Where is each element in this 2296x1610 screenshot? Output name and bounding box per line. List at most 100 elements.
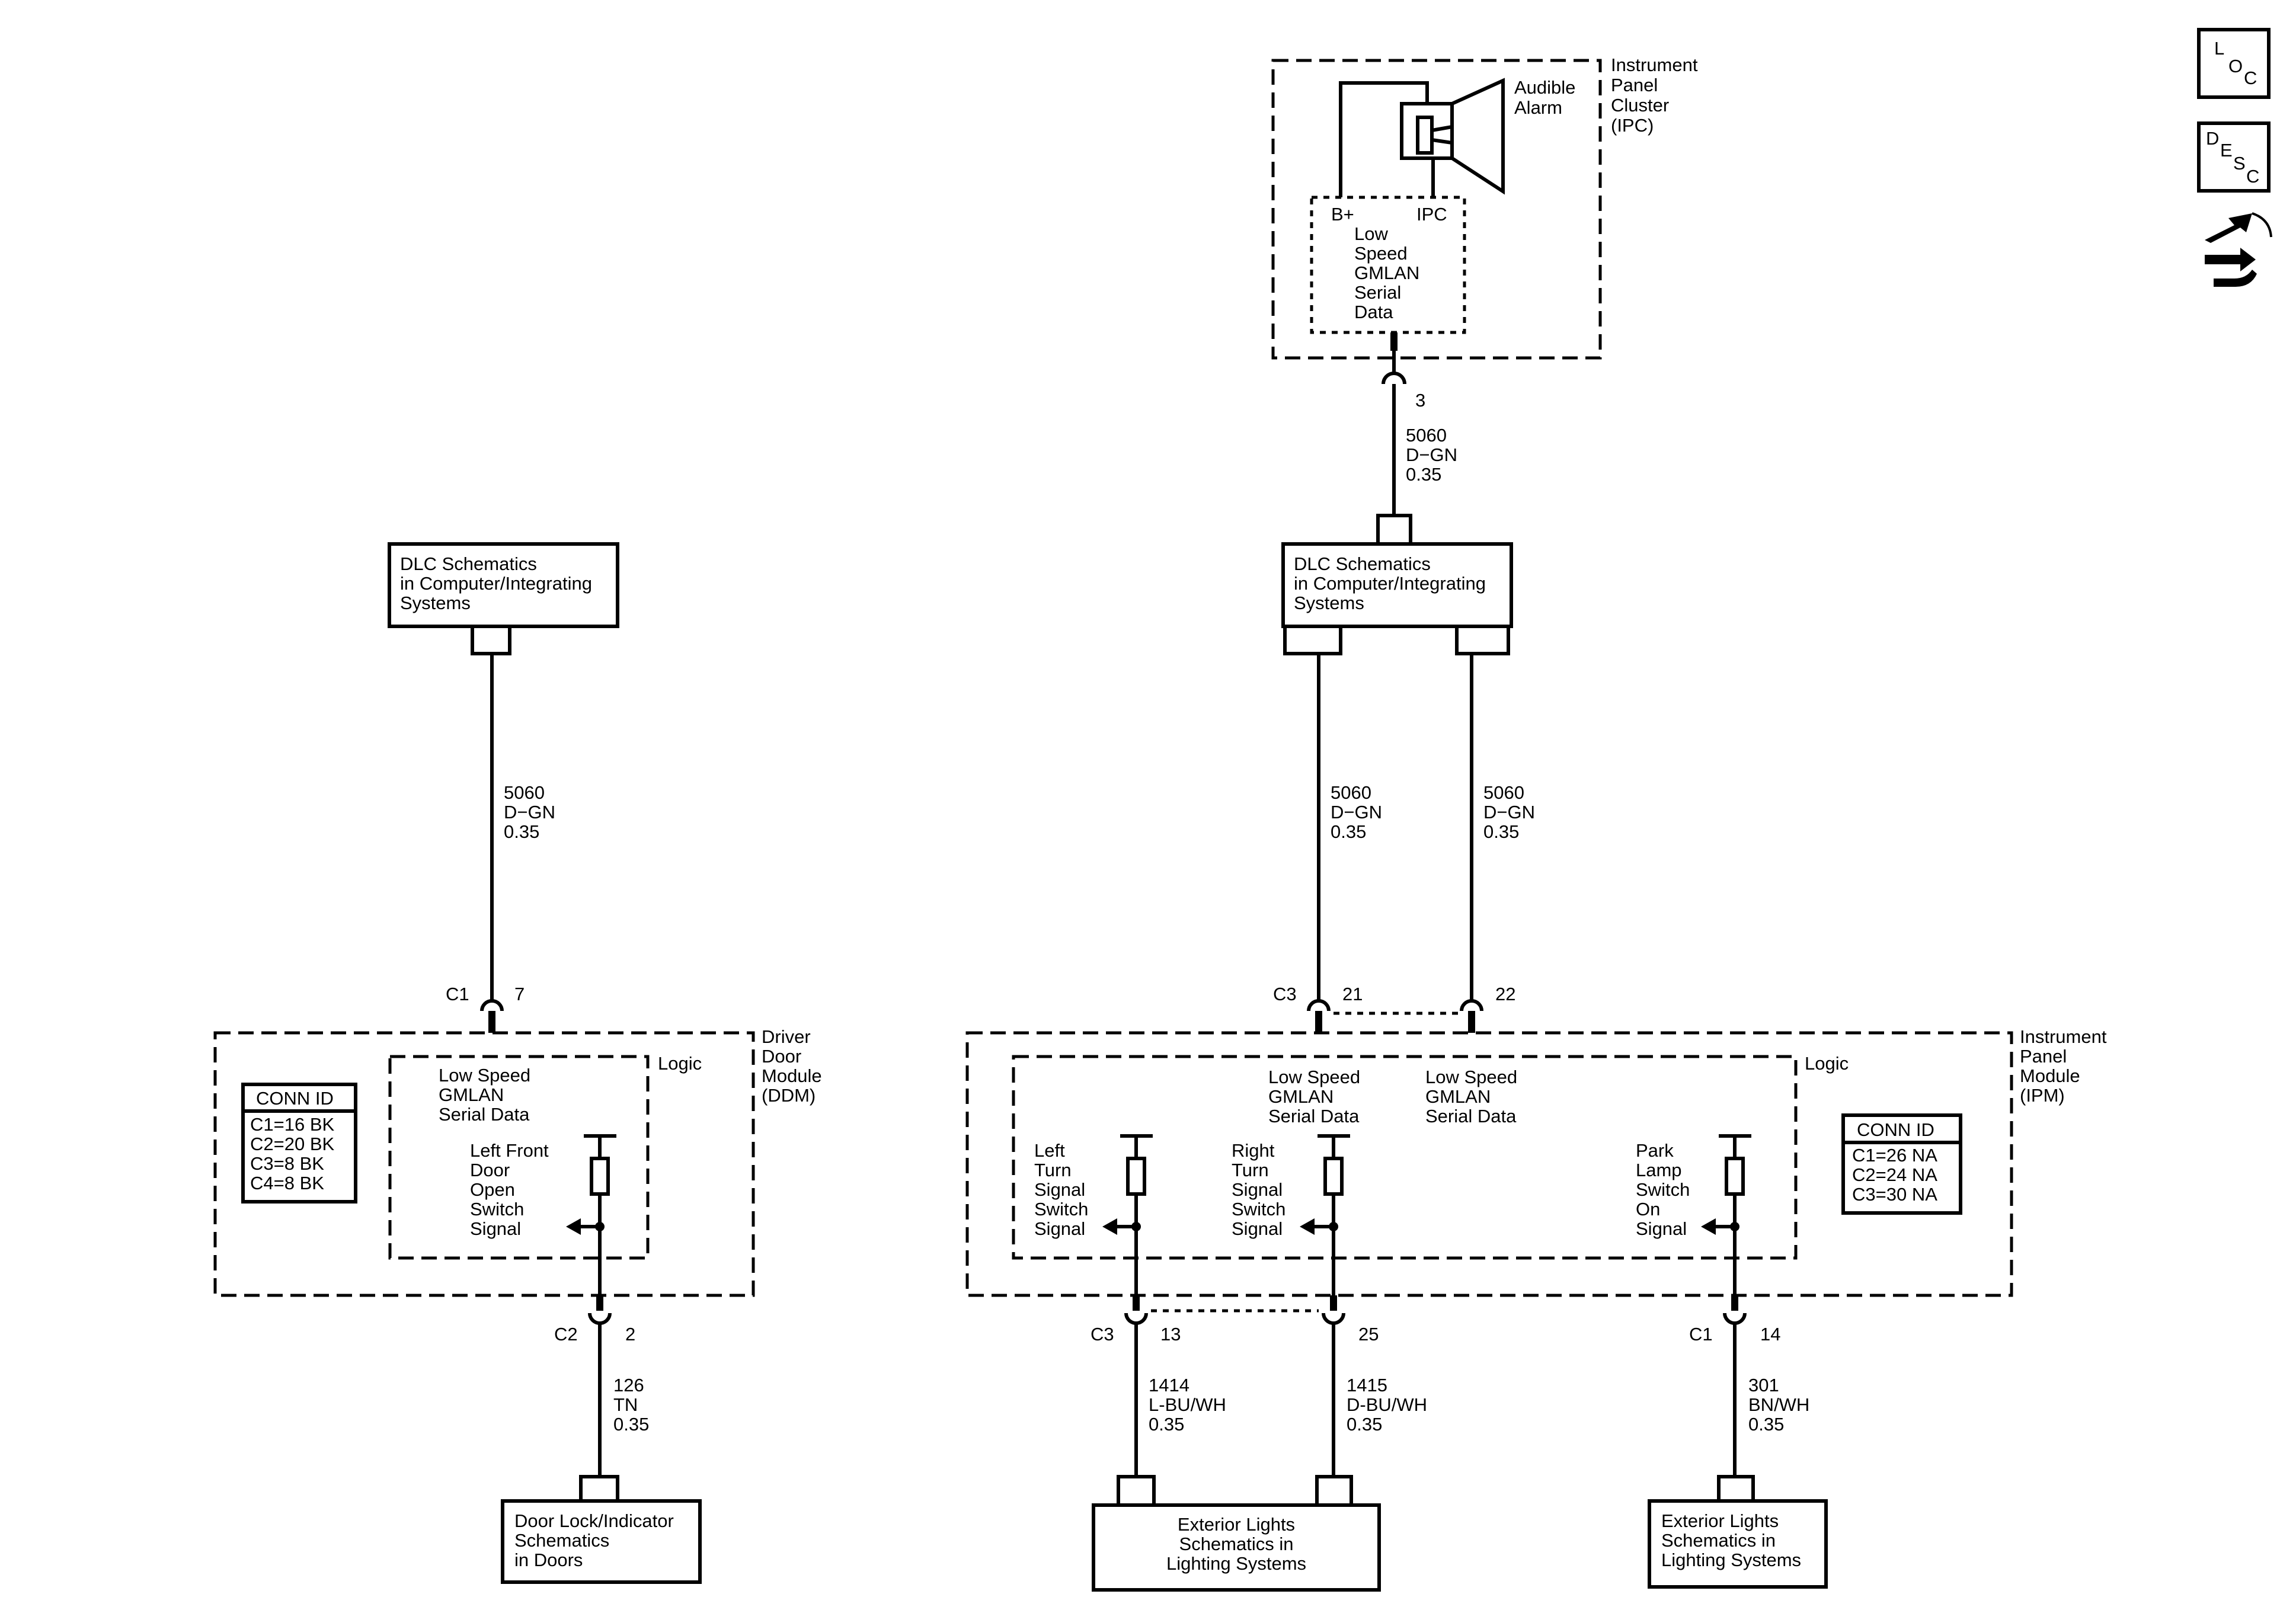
ddm-serial-1: Low Speed (439, 1065, 530, 1086)
ipm-serial-a-1: Low Speed (1268, 1067, 1360, 1087)
dlc-left-label-2: in Computer/Integrating (400, 573, 592, 594)
ipm-top-pin-b: 22 (1495, 984, 1515, 1004)
dlc-right-wire-a-1: 5060 (1331, 782, 1371, 803)
ddm-module: Driver Door Module (DDM) Logic Low Speed… (213, 984, 822, 1345)
ddm-out-wire-3: 0.35 (613, 1414, 649, 1435)
ipc-title-2: Panel (1611, 75, 1658, 95)
right-turn-2: Turn (1232, 1160, 1269, 1180)
left-turn-switch (1102, 1134, 1153, 1295)
dlc-left-wire-3: 0.35 (504, 821, 539, 842)
left-turn-5: Signal (1034, 1218, 1085, 1239)
ipm-bottom-connector-13-icon (1124, 1313, 1148, 1325)
dlc-left-label-3: Systems (400, 593, 471, 613)
ddm-serial-2: GMLAN (439, 1084, 504, 1105)
ipm-bottom-conn-a: C3 (1091, 1324, 1114, 1345)
ipm-conn-row-2: C2=24 NA (1852, 1164, 1937, 1185)
ddm-signal-1: Left Front (470, 1140, 549, 1161)
ipm-serial-b-2: GMLAN (1425, 1086, 1491, 1107)
ipm-logic-label: Logic (1805, 1053, 1849, 1074)
ddm-out-wire-2: TN (613, 1394, 638, 1415)
ipm-serial-a-2: GMLAN (1268, 1086, 1334, 1107)
ddm-conn-id-header: CONN ID (256, 1088, 334, 1109)
wire-301-3: 0.35 (1748, 1414, 1784, 1435)
ddm-signal-4: Switch (470, 1199, 524, 1219)
right-turn-switch (1300, 1134, 1350, 1295)
park-5: Signal (1636, 1218, 1687, 1239)
right-turn-1: Right (1232, 1140, 1275, 1161)
ipm-title-4: (IPM) (2020, 1085, 2065, 1106)
park-1: Park (1636, 1140, 1674, 1161)
ddm-signal-5: Signal (470, 1218, 521, 1239)
dest-ext-a-box: Exterior Lights Schematics in Lighting S… (1092, 1503, 1381, 1592)
dest-door-3: in Doors (514, 1550, 583, 1570)
dlc-left-label-1: DLC Schematics (400, 553, 537, 574)
ipm-pin-13: 13 (1160, 1324, 1181, 1345)
ddm-top-pin: 7 (514, 984, 525, 1004)
ipm-serial-b-1: Low Speed (1425, 1067, 1517, 1087)
ddm-out-wire-1: 126 (613, 1375, 644, 1395)
wire-1415-2: D-BU/WH (1347, 1394, 1427, 1415)
alarm-label-1: Audible (1514, 77, 1575, 98)
disassembly-icon[interactable] (2205, 212, 2272, 287)
ddm-bottom-connector-icon (588, 1313, 612, 1325)
wire-301-1: 301 (1748, 1375, 1779, 1395)
wire-1415-1: 1415 (1347, 1375, 1387, 1395)
ddm-signal-3: Open (470, 1179, 515, 1200)
dlc-right-label-2: in Computer/Integrating (1294, 573, 1486, 594)
ipm-top-conn: C3 (1273, 984, 1297, 1004)
ddm-conn-row-3: C3=8 BK (250, 1153, 324, 1174)
ipm-conn-id-table: CONN ID C1=26 NA C2=24 NA C3=30 NA (1841, 1113, 1962, 1215)
ipm-conn-id-header: CONN ID (1857, 1119, 1934, 1140)
loc-letter-3: C (2244, 68, 2257, 88)
ipc-wire-3: 0.35 (1406, 464, 1441, 485)
ipm-top-connector-a-icon (1307, 999, 1331, 1012)
ddm-conn-id-table: CONN ID C1=16 BK C2=20 BK C3=8 BK C4=8 B… (241, 1083, 357, 1204)
ddm-title-1: Driver (762, 1026, 811, 1047)
ipm-conn-row-3: C3=30 NA (1852, 1184, 1937, 1205)
dest-ext-b-2: Schematics in (1661, 1530, 1776, 1551)
wire-1415-3: 0.35 (1347, 1414, 1382, 1435)
right-turn-4: Switch (1232, 1199, 1285, 1219)
ddm-arrow-icon (566, 1218, 581, 1235)
park-4: On (1636, 1199, 1660, 1219)
loc-button[interactable]: L O C (2197, 28, 2271, 99)
dlc-left-wire-2: D−GN (504, 802, 555, 822)
dest-door-2: Schematics (514, 1530, 609, 1551)
dest-ext-b-1: Exterior Lights (1661, 1510, 1779, 1531)
dest-door-box: Door Lock/Indicator Schematics in Doors (501, 1499, 702, 1584)
dlc-right-label-3: Systems (1294, 593, 1364, 613)
left-turn-2: Turn (1034, 1160, 1072, 1180)
ddm-title-2: Door (762, 1046, 801, 1067)
desc-letter-1: D (2206, 128, 2219, 149)
park-3: Switch (1636, 1179, 1690, 1200)
wire-301-2: BN/WH (1748, 1394, 1809, 1415)
ddm-conn-row-1: C1=16 BK (250, 1114, 335, 1135)
ipc-pin-bplus: B+ (1331, 204, 1354, 225)
ipc-pin-ipc: IPC (1416, 204, 1447, 225)
loc-letter-2: O (2228, 56, 2243, 76)
ipc-module: Instrument Panel Cluster (IPC) Audible A… (1271, 55, 1698, 411)
desc-button[interactable]: D E S C (2197, 121, 2271, 193)
ddm-serial-3: Serial Data (439, 1104, 530, 1125)
left-turn-4: Switch (1034, 1199, 1088, 1219)
desc-letter-3: S (2233, 153, 2246, 174)
ipm-serial-a-3: Serial Data (1268, 1106, 1360, 1126)
ipc-pin-3: 3 (1415, 390, 1425, 411)
ddm-conn-row-4: C4=8 BK (250, 1173, 324, 1193)
dest-ext-a-2: Schematics in (1179, 1534, 1294, 1554)
ddm-title-3: Module (762, 1065, 822, 1086)
ddm-title-4: (DDM) (762, 1085, 816, 1106)
desc-letter-4: C (2246, 166, 2259, 187)
left-turn-1: Left (1034, 1140, 1065, 1161)
ddm-top-connector-icon (480, 999, 504, 1012)
ipm-bottom-connector-14-icon (1723, 1313, 1747, 1325)
ddm-signal-2: Door (470, 1160, 510, 1180)
ipc-inner-2: Speed (1354, 243, 1408, 264)
dlc-left-box: DLC Schematics in Computer/Integrating S… (388, 542, 619, 628)
dest-ext-a-1: Exterior Lights (1178, 1514, 1295, 1535)
ddm-bottom-conn: C2 (554, 1324, 578, 1345)
dlc-right-label-1: DLC Schematics (1294, 553, 1431, 574)
ipm-top-connector-b-icon (1460, 999, 1483, 1012)
loc-letter-1: L (2214, 38, 2224, 59)
